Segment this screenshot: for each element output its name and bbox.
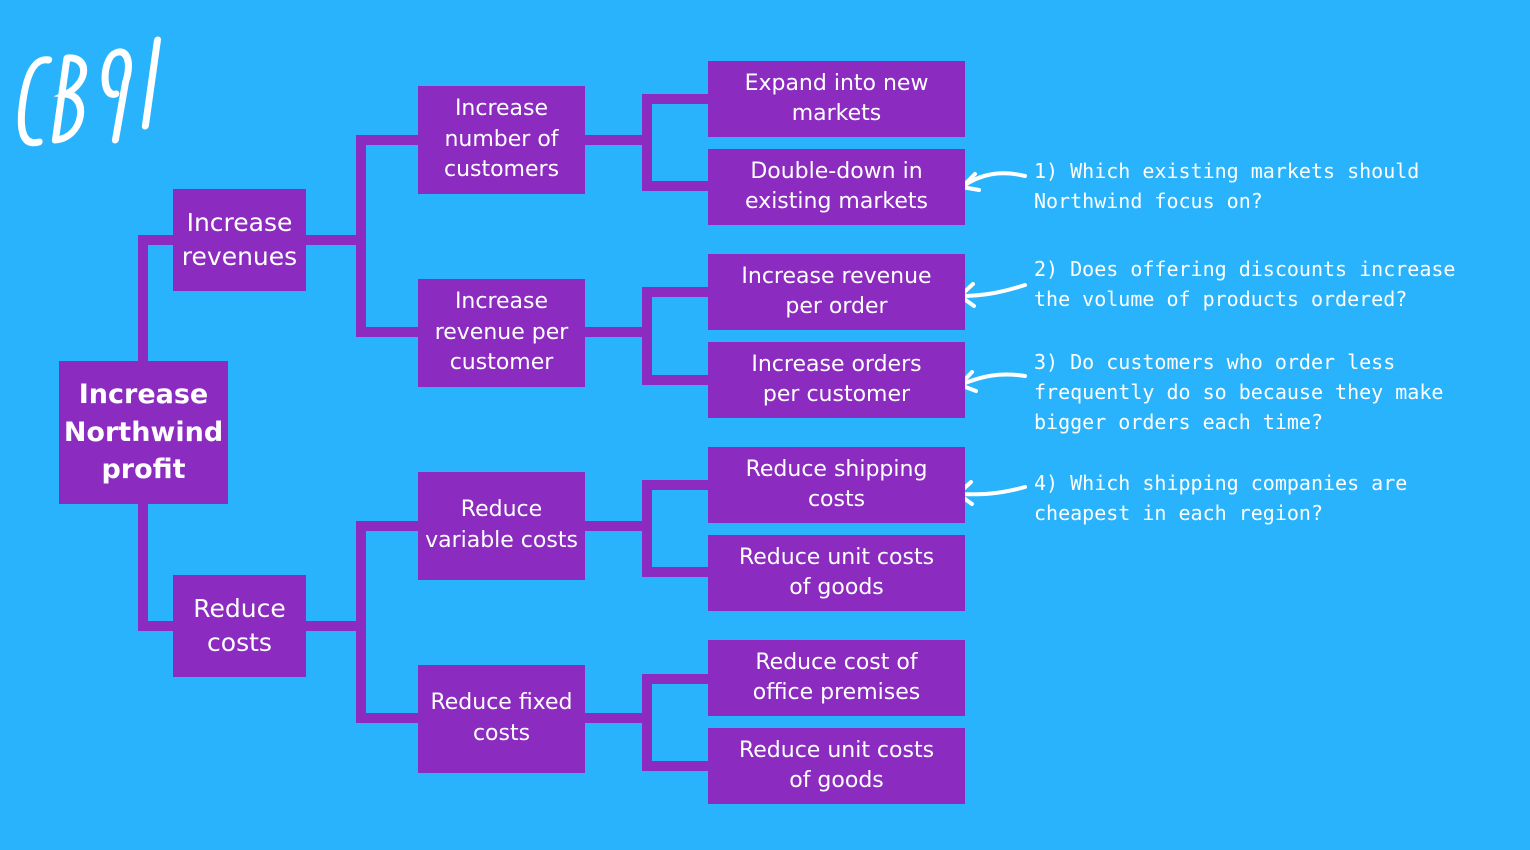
node-increase-orders-per-customer: Increase orders per customer <box>708 342 965 418</box>
node-increase-profit: Increase Northwind profit <box>59 361 228 504</box>
node-double-down-existing-markets-label: Double-down in existing markets <box>745 159 928 214</box>
question-4: 4) Which shipping companies are cheapest… <box>1034 471 1408 525</box>
cb91-logo <box>17 36 162 147</box>
connector-revenue-per-customer-branch <box>579 287 715 385</box>
node-reduce-shipping-costs-label: Reduce shipping costs <box>745 457 928 512</box>
arrow-q2-icon <box>958 282 1027 308</box>
connector-revenues-branch <box>300 135 425 337</box>
arrow-q4-icon <box>956 480 1027 506</box>
connector-root-costs <box>138 499 180 631</box>
node-increase-customers-label: Increase number of customers <box>443 95 560 183</box>
connector-root-revenues <box>138 235 180 366</box>
arrow-q1-icon <box>960 171 1027 192</box>
node-increase-revenues-label: Increase revenues <box>181 208 298 271</box>
node-increase-customers: Increase number of customers <box>418 86 585 194</box>
node-increase-revenues: Increase revenues <box>173 189 306 291</box>
node-reduce-fixed-costs: Reduce fixed costs <box>418 665 585 773</box>
node-increase-revenue-per-order-label: Increase revenue per order <box>741 264 932 319</box>
question-1: 1) Which existing markets should Northwi… <box>1034 159 1420 213</box>
node-reduce-office-premises: Reduce cost of office premises <box>708 640 965 716</box>
node-increase-profit-label: Increase Northwind profit <box>63 378 224 486</box>
node-increase-revenue-per-order: Increase revenue per order <box>708 254 965 330</box>
node-increase-revenue-per-customer-label: Increase revenue per customer <box>434 288 569 376</box>
node-reduce-costs-label: Reduce costs <box>193 594 286 657</box>
node-reduce-unit-costs-fixed: Reduce unit costs of goods <box>708 728 965 804</box>
node-expand-new-markets: Expand into new markets <box>708 61 965 137</box>
node-reduce-fixed-costs-label: Reduce fixed costs <box>430 690 573 746</box>
node-reduce-costs: Reduce costs <box>173 575 306 677</box>
node-reduce-unit-costs-variable-label: Reduce unit costs of goods <box>738 545 935 600</box>
node-reduce-variable-costs: Reduce variable costs <box>418 472 585 580</box>
node-increase-revenue-per-customer: Increase revenue per customer <box>418 279 585 387</box>
node-reduce-unit-costs-fixed-label: Reduce unit costs of goods <box>738 738 935 793</box>
node-reduce-shipping-costs: Reduce shipping costs <box>708 447 965 523</box>
node-reduce-unit-costs-variable: Reduce unit costs of goods <box>708 535 965 611</box>
question-3: 3) Do customers who order less frequentl… <box>1034 350 1444 434</box>
connector-fixed-branch <box>579 674 715 771</box>
node-double-down-existing-markets: Double-down in existing markets <box>708 149 965 225</box>
question-2: 2) Does offering discounts increase the … <box>1034 257 1456 311</box>
node-reduce-variable-costs-label: Reduce variable costs <box>425 497 578 553</box>
arrow-q3-icon <box>958 370 1027 393</box>
node-increase-orders-per-customer-label: Increase orders per customer <box>751 352 922 407</box>
node-reduce-office-premises-label: Reduce cost of office premises <box>752 650 921 705</box>
connector-variable-branch <box>579 480 715 577</box>
node-expand-new-markets-label: Expand into new markets <box>744 71 929 126</box>
connector-costs-branch <box>300 521 425 723</box>
connector-customers-branch <box>579 94 715 191</box>
